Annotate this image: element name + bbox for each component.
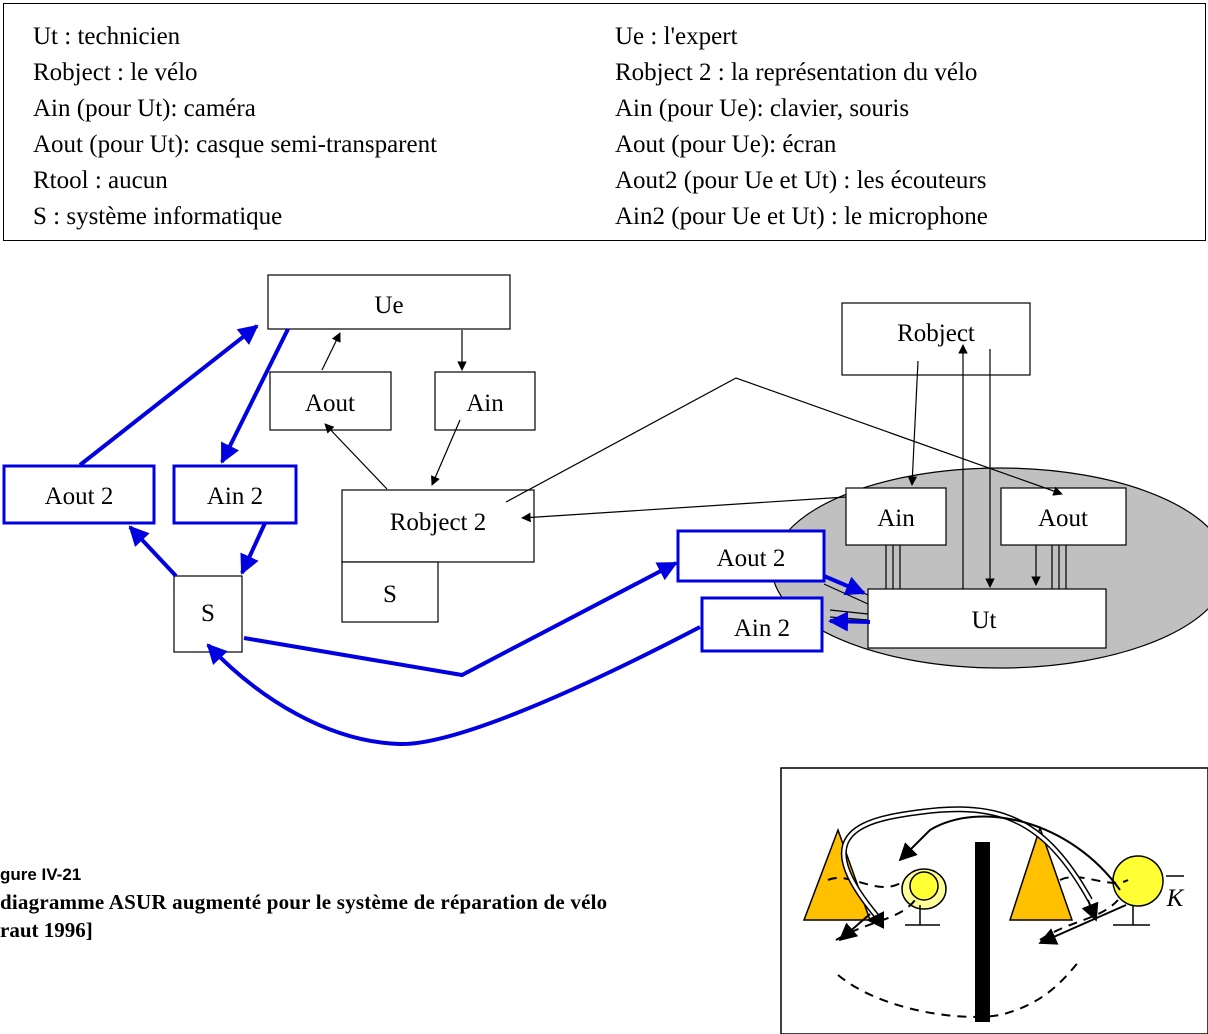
svg-text:Aout: Aout (305, 390, 355, 417)
aout-ut-node: Aout (1000, 487, 1127, 546)
svg-text:Ain: Ain (466, 390, 504, 417)
ain2-right-node: Ain 2 (700, 596, 824, 653)
legend-item: Aout2 (pour Ue et Ut) : les écouteurs (615, 167, 987, 194)
aout2-left-node: Aout 2 (2, 464, 156, 525)
robject-node: Robject (841, 302, 1031, 376)
legend-box (3, 3, 1206, 241)
legend-item: Ain (pour Ut): caméra (33, 95, 256, 122)
svg-text:Aout 2: Aout 2 (45, 483, 114, 510)
blue-links (78, 324, 871, 747)
figure-caption-line1: diagramme ASUR augmenté pour le système … (0, 890, 608, 914)
aout2-right-node: Aout 2 (676, 529, 826, 583)
s-under-robject2-node: S (341, 561, 439, 623)
svg-text:S: S (383, 581, 397, 608)
figure-caption-line2: raut 1996] (0, 918, 93, 942)
svg-text:Ain 2: Ain 2 (207, 483, 263, 510)
svg-text:Ain: Ain (877, 505, 915, 532)
legend-item: Robject : le vélo (33, 59, 198, 86)
ut-node: Ut (867, 588, 1107, 649)
legend-item: Robject 2 : la représentation du vélo (615, 59, 978, 86)
ain-ue-node: Ain (434, 371, 536, 431)
ain2-left-node: Ain 2 (172, 464, 298, 525)
inset-illustration: K (780, 767, 1208, 1034)
legend-item: Rtool : aucun (33, 167, 168, 194)
figure-number: gure IV-21 (0, 865, 82, 884)
svg-text:Robject: Robject (897, 320, 975, 347)
svg-text:Aout: Aout (1038, 505, 1088, 532)
robject2-node: Robject 2 (341, 489, 535, 563)
svg-text:Robject 2: Robject 2 (390, 509, 487, 536)
legend-item: Ain2 (pour Ue et Ut) : le microphone (615, 203, 988, 230)
legend-item: Aout (pour Ut): casque semi-transparent (33, 131, 438, 158)
ue-node: Ue (267, 274, 511, 330)
ain-ut-node: Ain (845, 487, 947, 546)
svg-text:Ut: Ut (972, 607, 997, 634)
svg-text:Aout 2: Aout 2 (717, 545, 786, 572)
svg-text:S: S (201, 600, 215, 627)
black-links (321, 330, 1067, 621)
legend-item: Ut : technicien (33, 23, 181, 50)
svg-text:Ue: Ue (374, 292, 403, 319)
legend-item: Ue : l'expert (615, 23, 738, 50)
legend-item: Aout (pour Ue): écran (615, 131, 837, 158)
s-main-node: S (173, 575, 243, 653)
k-bar-symbol: K (1166, 885, 1185, 912)
aout-ue-node: Aout (269, 371, 392, 431)
svg-text:Ain 2: Ain 2 (734, 615, 790, 642)
legend-item: S : système informatique (33, 203, 283, 230)
legend-item: Ain (pour Ue): clavier, souris (615, 95, 910, 122)
